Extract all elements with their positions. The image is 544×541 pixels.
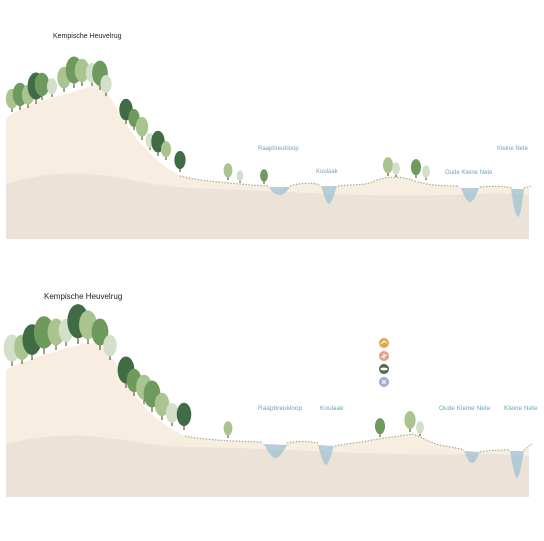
label-kleine-nete: Kleine Nete xyxy=(497,146,529,152)
cross-section-top: Kempische Heuvelrug Raapbreukloop Koulaa… xyxy=(5,33,533,239)
tree-icon xyxy=(135,116,149,140)
label-raapbreukloop: Raapbreukloop xyxy=(258,146,299,152)
section-title: Kempische Heuvelrug xyxy=(44,292,122,301)
fish-icon xyxy=(379,364,389,374)
cross-section-bottom: Kempische Heuvelrug Raapbreukloop Koulaa… xyxy=(3,292,538,497)
tree-icon xyxy=(176,402,192,430)
subsoil-layer xyxy=(6,173,529,239)
water-oude-kleine-nete xyxy=(461,188,479,202)
insect-icon xyxy=(379,377,389,387)
tree-icon xyxy=(260,169,268,184)
label-oude-kleine-nete: Oude Kleine Nete xyxy=(439,405,491,412)
subsoil-layer xyxy=(6,435,529,497)
water-pockets xyxy=(264,444,524,478)
tree-icon xyxy=(160,141,172,160)
tree-icon xyxy=(404,411,416,432)
tree-icon xyxy=(416,421,424,436)
tree-icon xyxy=(91,318,109,350)
tree-icon xyxy=(165,402,179,426)
tree-icon xyxy=(33,316,55,354)
tree-icon xyxy=(154,392,170,420)
tree-icon xyxy=(174,151,186,172)
tree-icon xyxy=(382,157,394,176)
water-pockets xyxy=(269,186,524,217)
water-raapbreukloop xyxy=(269,187,290,195)
section-title: Kempische Heuvelrug xyxy=(53,33,122,40)
label-raapbreukloop: Raapbreukloop xyxy=(258,405,302,412)
water-oude-kleine-nete xyxy=(464,451,480,463)
tree-icon xyxy=(422,165,430,180)
tree-icon xyxy=(74,58,90,86)
legend-icons xyxy=(379,338,389,387)
bird-icon xyxy=(379,338,389,348)
tree-icon xyxy=(103,334,117,360)
water-kleine-nete xyxy=(511,189,524,217)
tree-icon xyxy=(410,159,422,178)
water-koulaak xyxy=(321,186,337,204)
water-raapbreukloop xyxy=(264,444,287,458)
tree-icon xyxy=(392,162,400,177)
tree-icon xyxy=(223,421,233,438)
water-kleine-nete xyxy=(510,451,524,478)
tree-group-bottom xyxy=(3,304,424,438)
tree-icon xyxy=(374,418,386,437)
label-koulaak: Koulaak xyxy=(316,169,339,175)
tree-icon xyxy=(100,75,112,96)
tree-icon xyxy=(34,72,50,100)
tree-icon xyxy=(236,170,244,183)
grass-line xyxy=(179,175,533,189)
deer-icon xyxy=(379,351,389,361)
grass-line xyxy=(184,433,533,453)
label-koulaak: Koulaak xyxy=(320,405,344,412)
label-oude-kleine-nete: Oude Kleine Nete xyxy=(445,170,493,176)
label-kleine-nete: Kleine Nete xyxy=(504,405,538,412)
tree-icon xyxy=(223,163,233,180)
water-koulaak xyxy=(318,445,334,465)
tree-icon xyxy=(46,78,58,97)
tree-group-top xyxy=(5,56,430,184)
